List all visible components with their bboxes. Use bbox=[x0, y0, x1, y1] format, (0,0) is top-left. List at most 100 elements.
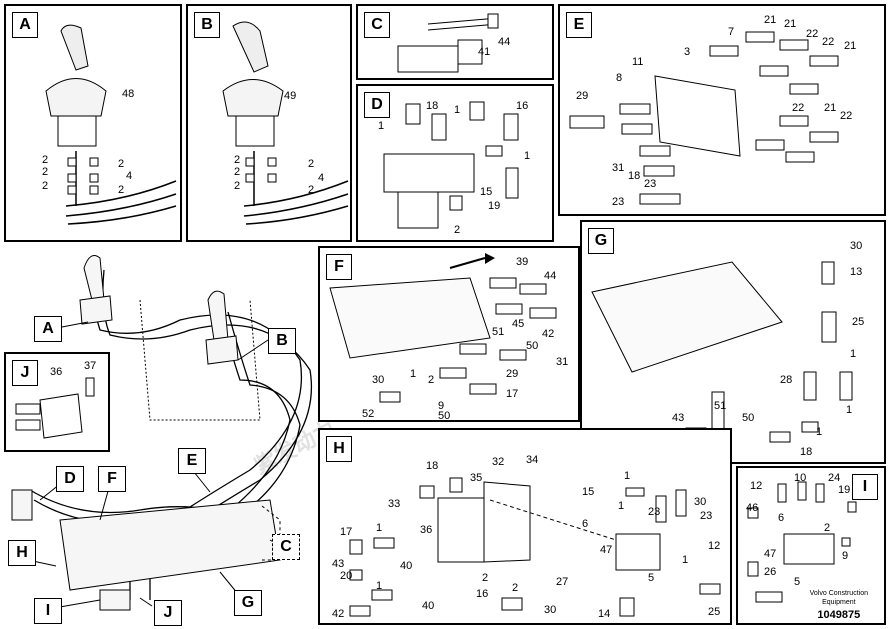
part-label: 2 bbox=[42, 154, 49, 166]
part-label: 29 bbox=[576, 90, 589, 102]
part-label: 17 bbox=[340, 526, 353, 538]
panel-a-tag: A bbox=[12, 12, 38, 38]
valve-c-drawing bbox=[397, 13, 499, 73]
part-label: 20 bbox=[340, 570, 353, 582]
valve-j-drawing bbox=[15, 377, 95, 439]
part-label: 23 bbox=[648, 506, 661, 518]
part-label: 16 bbox=[476, 588, 489, 600]
part-label: 2 bbox=[118, 158, 125, 170]
part-label: 22 bbox=[806, 28, 819, 40]
callout-h: H bbox=[8, 540, 36, 566]
part-label: 2 bbox=[308, 184, 315, 196]
part-label: 1 bbox=[376, 580, 383, 592]
part-label: 2 bbox=[118, 184, 125, 196]
panel-e-tag: E bbox=[566, 12, 592, 38]
footer-line-1: Volvo Construction bbox=[809, 590, 868, 597]
part-label: 44 bbox=[544, 270, 557, 282]
part-label: 25 bbox=[708, 606, 721, 618]
callout-j: J bbox=[154, 600, 182, 626]
part-label: 8 bbox=[616, 72, 623, 84]
part-label: 26 bbox=[764, 566, 777, 578]
part-label: 14 bbox=[598, 608, 611, 620]
part-label: 1 bbox=[378, 120, 385, 132]
callout-d: D bbox=[56, 466, 84, 492]
part-label: 21 bbox=[784, 18, 797, 30]
part-label: 18 bbox=[628, 170, 641, 182]
part-label: 40 bbox=[422, 600, 435, 612]
part-label: 2 bbox=[454, 224, 461, 236]
part-label: 52 bbox=[362, 408, 375, 420]
part-label: 50 bbox=[438, 410, 451, 422]
panel-c-tag: C bbox=[364, 12, 390, 38]
part-label: 28 bbox=[780, 374, 793, 386]
valve-block-h-drawing bbox=[349, 477, 721, 617]
part-label: 4 bbox=[126, 170, 133, 182]
part-label: 42 bbox=[542, 328, 555, 340]
manifold-e-drawing bbox=[569, 31, 839, 205]
callout-b: B bbox=[268, 328, 296, 354]
callout-f: F bbox=[98, 466, 126, 492]
part-label: 34 bbox=[526, 454, 539, 466]
part-label: 43 bbox=[332, 558, 345, 570]
part-label: 25 bbox=[852, 316, 865, 328]
panel-g-tag: G bbox=[588, 228, 614, 254]
part-label: 1 bbox=[376, 522, 383, 534]
part-label: 1 bbox=[454, 104, 461, 116]
part-label: 21 bbox=[824, 102, 837, 114]
part-label: 18 bbox=[426, 460, 439, 472]
panel-h-tag: H bbox=[326, 436, 352, 462]
control-valve-g-drawing bbox=[591, 261, 853, 443]
valve-block-i-drawing bbox=[747, 481, 857, 603]
part-label: 40 bbox=[400, 560, 413, 572]
part-label: 30 bbox=[850, 240, 863, 252]
part-label: 44 bbox=[498, 36, 511, 48]
part-label: 13 bbox=[850, 266, 863, 278]
part-label: 2 bbox=[824, 522, 831, 534]
part-label: 7 bbox=[728, 26, 735, 38]
part-label: 18 bbox=[800, 446, 813, 458]
part-label: 23 bbox=[644, 178, 657, 190]
footer-line-2: Equipment bbox=[822, 599, 856, 606]
panel-c: C 41 44 bbox=[356, 4, 554, 80]
part-label: 32 bbox=[492, 456, 505, 468]
part-label: 12 bbox=[708, 540, 721, 552]
part-label: 29 bbox=[506, 368, 519, 380]
panel-d-tag: D bbox=[364, 92, 390, 118]
part-label: 2 bbox=[512, 582, 519, 594]
part-label: 2 bbox=[428, 374, 435, 386]
part-label: 2 bbox=[234, 154, 241, 166]
joystick-a-drawing bbox=[45, 24, 177, 225]
part-label: 19 bbox=[838, 484, 851, 496]
footer-reference: Volvo Construction Equipment 1049875 bbox=[810, 589, 868, 621]
part-label: 6 bbox=[582, 518, 589, 530]
part-label: 10 bbox=[794, 472, 807, 484]
part-label: 5 bbox=[648, 572, 655, 584]
part-label: 18 bbox=[426, 100, 439, 112]
part-label: 31 bbox=[556, 356, 569, 368]
part-label: 1 bbox=[846, 404, 853, 416]
part-label: 23 bbox=[700, 510, 713, 522]
part-label: 2 bbox=[42, 180, 49, 192]
part-label: 12 bbox=[750, 480, 763, 492]
part-label: 46 bbox=[746, 502, 759, 514]
part-label: 39 bbox=[516, 256, 529, 268]
part-label: 49 bbox=[284, 90, 297, 102]
part-label: 1 bbox=[682, 554, 689, 566]
part-label: 41 bbox=[478, 46, 491, 58]
part-label: 37 bbox=[84, 360, 97, 372]
valve-d-drawing bbox=[383, 101, 519, 229]
part-label: 22 bbox=[792, 102, 805, 114]
part-label: 6 bbox=[778, 512, 785, 524]
panel-a: A 48 2 2 2 2 4 2 bbox=[4, 4, 182, 242]
panel-i-tag: I bbox=[852, 474, 878, 500]
panel-d: D 1 18 1 16 1 15 19 2 bbox=[356, 84, 554, 242]
callout-a: A bbox=[34, 316, 62, 342]
part-label: 33 bbox=[388, 498, 401, 510]
panel-b-tag: B bbox=[194, 12, 220, 38]
callout-i: I bbox=[34, 598, 62, 624]
part-label: 47 bbox=[600, 544, 613, 556]
callout-c: C bbox=[272, 534, 300, 560]
panel-f-tag: F bbox=[326, 254, 352, 280]
part-label: 1 bbox=[624, 470, 631, 482]
